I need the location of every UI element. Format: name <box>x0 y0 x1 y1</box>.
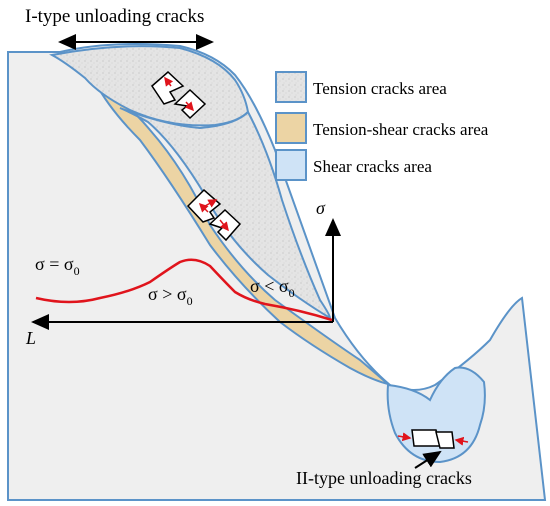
stress-equal-subscript: 0 <box>74 264 80 278</box>
legend-swatch-tension <box>275 71 307 103</box>
stress-curve <box>35 258 333 322</box>
legend-label-tension: Tension cracks area <box>313 79 447 98</box>
stress-less-main: σ < σ <box>250 276 289 296</box>
bottom-pointer-arrow <box>414 450 442 469</box>
length-axis-label: L <box>25 328 36 348</box>
legend-label-tension-shear: Tension-shear cracks area <box>313 120 489 139</box>
legend-label-shear: Shear cracks area <box>313 157 432 176</box>
legend-swatch-shear <box>275 149 307 181</box>
tension-shear-area <box>92 79 389 385</box>
stress-greater-main: σ > σ <box>148 284 187 304</box>
crack-symbol-shear <box>397 429 469 449</box>
crack-symbol-upper <box>151 70 207 120</box>
stress-greater-label: σ > σ0 <box>148 284 193 308</box>
stress-less-label: σ < σ0 <box>250 276 295 300</box>
stress-greater-subscript: 0 <box>187 294 193 308</box>
stress-equal-main: σ = σ <box>35 254 74 274</box>
legend-swatch-tension-shear <box>275 112 307 144</box>
top-title: I-type unloading cracks <box>25 6 204 27</box>
legend: Tension cracks area Tension-shear cracks… <box>275 71 489 181</box>
bottom-title: II-type unloading cracks <box>296 468 472 488</box>
stress-less-subscript: 0 <box>289 286 295 300</box>
stress-equal-label: σ = σ0 <box>35 254 80 278</box>
sigma-axis-label: σ <box>316 198 326 218</box>
crack-symbol-middle <box>186 188 242 242</box>
